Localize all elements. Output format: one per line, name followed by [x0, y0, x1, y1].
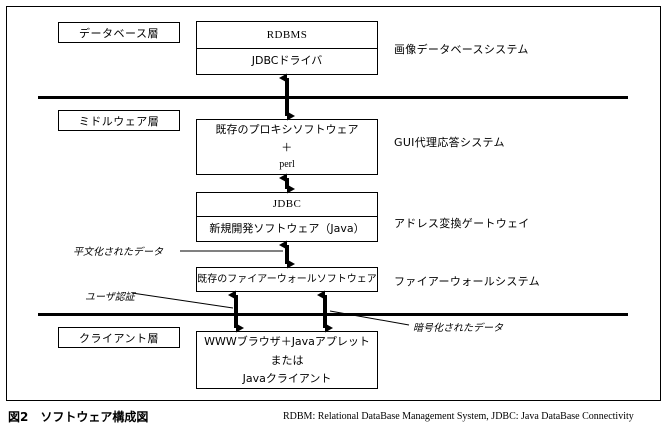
node-client-system-row-browser: WWWブラウザ＋Javaアプレット — [204, 334, 370, 348]
layer-tag-client: クライアント層 — [58, 327, 180, 348]
layer-tag-database-label: データベース層 — [79, 26, 159, 40]
side-label-gui-proxy-system: GUI代理応答システム — [394, 136, 505, 149]
node-divider — [197, 216, 377, 218]
node-image-database-system-row-jdbc-driver: JDBCドライバ — [251, 54, 323, 68]
node-image-database-system: RDBMS JDBCドライバ — [196, 21, 378, 75]
node-address-gateway-row-new-software: 新規開発ソフトウェア（Java） — [209, 221, 365, 235]
node-gui-proxy-system-row-perl: perl — [279, 158, 295, 170]
node-address-gateway: JDBC 新規開発ソフトウェア（Java） — [196, 192, 378, 242]
layer-tag-middleware: ミドルウェア層 — [58, 110, 180, 131]
node-client-system-row-java-client: Javaクライアント — [242, 371, 332, 385]
layer-tag-database: データベース層 — [58, 22, 180, 43]
node-firewall-system: 既存のファイアーウォールソフトウェア — [196, 267, 378, 292]
side-label-firewall-system: ファイアーウォールシステム — [394, 275, 540, 288]
node-client-system: WWWブラウザ＋Javaアプレット または Javaクライアント — [196, 331, 378, 389]
node-gui-proxy-system: 既存のプロキシソフトウェア ＋ perl — [196, 119, 378, 175]
layer-tag-client-label: クライアント層 — [78, 331, 160, 345]
side-label-address-gateway: アドレス変換ゲートウェイ — [394, 217, 530, 230]
node-image-database-system-row-rdbms: RDBMS — [266, 28, 308, 41]
node-address-gateway-row-jdbc: JDBC — [272, 198, 302, 211]
node-firewall-system-row-firewall: 既存のファイアーウォールソフトウェア — [197, 273, 377, 285]
figure-footnote: RDBM: Relational DataBase Management Sys… — [283, 411, 634, 422]
annotation-user-auth: ユーザ認証 — [85, 292, 135, 303]
node-divider — [197, 47, 377, 49]
layer-separator-middleware-client — [38, 313, 628, 316]
layer-separator-database-middleware — [38, 96, 628, 99]
annotation-encrypted-data: 暗号化されたデータ — [413, 323, 503, 334]
node-client-system-row-or: または — [270, 353, 304, 367]
caption-row: 図2 ソフトウェア構成図 RDBM: Relational DataBase M… — [0, 406, 667, 434]
figure-caption: 図2 ソフトウェア構成図 — [8, 410, 149, 424]
annotation-plaintext-data: 平文化されたデータ — [73, 247, 163, 258]
layer-tag-middleware-label: ミドルウェア層 — [78, 114, 160, 128]
node-gui-proxy-system-row-proxy: 既存のプロキシソフトウェア — [215, 123, 359, 137]
side-label-image-database-system: 画像データベースシステム — [394, 43, 529, 56]
node-gui-proxy-system-row-plus: ＋ — [281, 141, 293, 154]
